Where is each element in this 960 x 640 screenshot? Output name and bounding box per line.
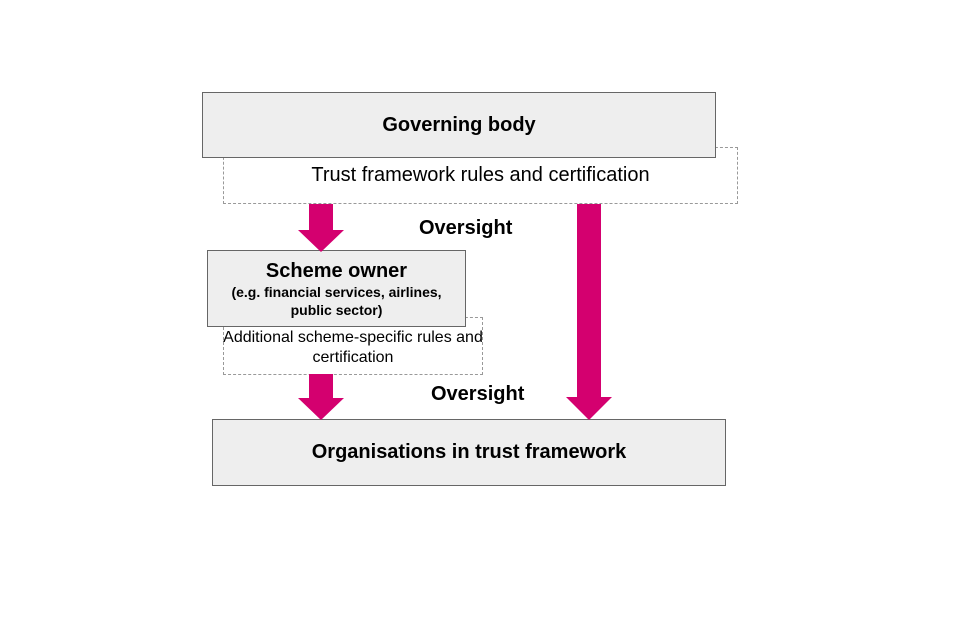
arrow-scheme-to-organisations (298, 374, 344, 420)
scheme-owner-box: Scheme owner (e.g. financial services, a… (207, 250, 466, 327)
oversight-label-upper: Oversight (419, 217, 513, 239)
arrow-governing-to-scheme (298, 204, 344, 252)
governing-body-box: Governing body (202, 92, 716, 158)
scheme-rules-label: Additional scheme-specific rules and cer… (223, 329, 483, 366)
scheme-owner-subtitle: (e.g. financial services, airlines, publ… (231, 283, 442, 318)
trust-framework-rules-label: Trust framework rules and certification (311, 164, 650, 186)
governing-body-label: Governing body (382, 113, 536, 136)
oversight-label-lower: Oversight (431, 383, 525, 405)
organisations-box: Organisations in trust framework (212, 419, 726, 486)
organisations-label: Organisations in trust framework (311, 441, 627, 463)
arrow-governing-to-organisations (566, 204, 612, 420)
scheme-owner-title: Scheme owner (265, 259, 408, 282)
